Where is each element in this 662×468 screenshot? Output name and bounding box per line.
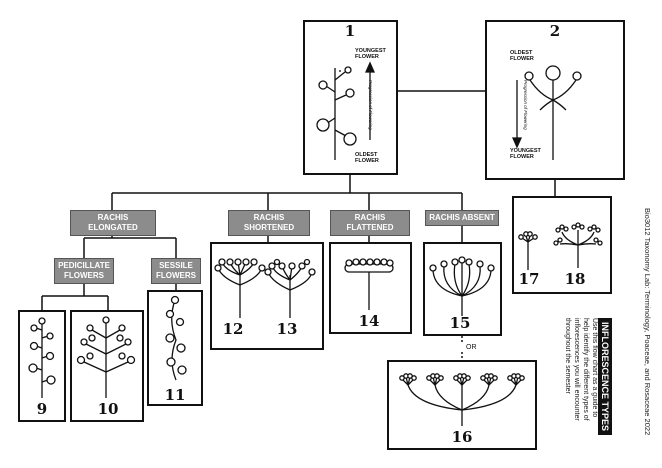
label-rachis-absent: RACHIS ABSENT xyxy=(425,210,499,226)
box-10 xyxy=(70,310,144,422)
inflorescence-types-title: INFLORESCENCE TYPES xyxy=(598,318,612,436)
number-16: 16 xyxy=(451,428,473,446)
label-rachis-flattened: RACHIS FLATTENED xyxy=(330,210,410,236)
box2-bottom-label: YOUNGEST FLOWER xyxy=(510,148,541,160)
panicle-drawing-10 xyxy=(76,316,136,398)
compound-corymb-drawing-13 xyxy=(264,258,316,318)
description-line-4: throughout the semester xyxy=(564,318,571,394)
spike-sessile-drawing-11 xyxy=(165,295,187,381)
description-line-3: inflorescences you will encounter xyxy=(573,318,580,421)
number-13: 13 xyxy=(276,320,298,338)
box1-top-label: YOUNGEST FLOWER xyxy=(355,48,386,60)
label-rachis-shortened: RACHIS SHORTENED xyxy=(228,210,310,236)
label-rachis-elongated: RACHIS ELONGATED xyxy=(70,210,156,236)
credit-text: Bio3012 Taxonomy Lab: Terminology, Poace… xyxy=(643,208,652,436)
number-1: 1 xyxy=(344,22,356,40)
description-line-1: Use this flow chart as a guide to xyxy=(591,318,598,418)
number-15: 15 xyxy=(449,314,471,332)
box-14 xyxy=(329,242,412,334)
compound-umbel-drawing-16 xyxy=(399,373,525,426)
simple-drawing-17 xyxy=(518,231,538,270)
number-10: 10 xyxy=(97,400,119,418)
compound-drawing-18 xyxy=(553,222,603,268)
description-line-2: help identify the different types of xyxy=(582,318,589,421)
number-9: 9 xyxy=(36,400,48,418)
label-pedicillate-flowers: PEDICILLATE FLOWERS xyxy=(54,258,114,284)
number-11: 11 xyxy=(164,386,186,404)
corymb-drawing-12 xyxy=(214,258,266,318)
raceme-drawing xyxy=(316,61,376,160)
box-17-18 xyxy=(512,196,612,294)
number-14: 14 xyxy=(358,312,380,330)
cyme-drawing xyxy=(511,65,582,160)
box-2-cyme xyxy=(485,20,625,180)
spike-pedicel-drawing-9 xyxy=(28,317,56,398)
number-18: 18 xyxy=(564,270,586,288)
number-12: 12 xyxy=(222,320,244,338)
number-2: 2 xyxy=(549,22,561,40)
or-text: OR xyxy=(466,344,477,351)
number-17: 17 xyxy=(518,270,540,288)
box2-top-label: OLDEST FLOWER xyxy=(510,50,534,62)
box-11 xyxy=(147,290,203,406)
label-sessile-flowers: SESSILE FLOWERS xyxy=(151,258,201,284)
umbel-drawing-15 xyxy=(429,256,495,316)
box1-bottom-label: OLDEST FLOWER xyxy=(355,152,379,164)
head-drawing-14 xyxy=(344,258,394,310)
